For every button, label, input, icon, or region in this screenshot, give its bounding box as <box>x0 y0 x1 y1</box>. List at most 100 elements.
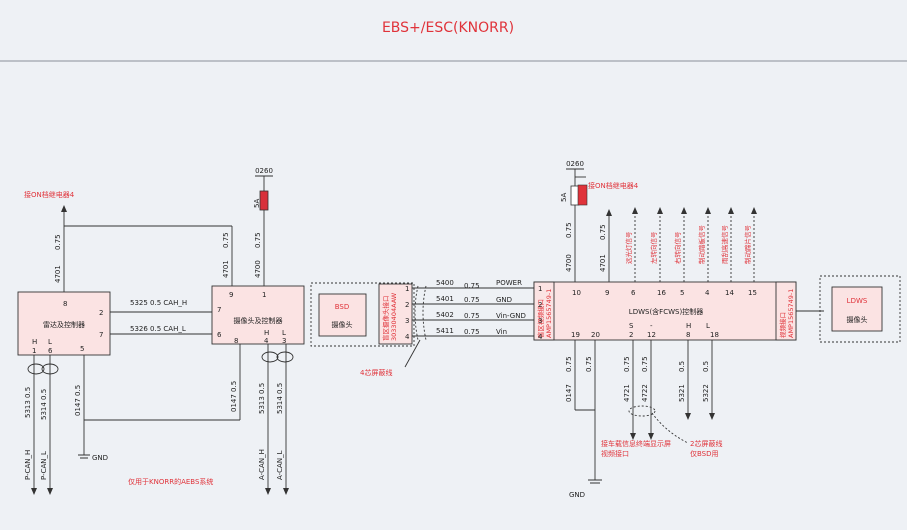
ldws-camera-frame <box>819 275 901 343</box>
ldws-pin-9: 9 <box>605 289 609 297</box>
bsd-group-frame <box>310 282 415 347</box>
wire-5313-cam: 5313 0.5 <box>258 383 266 414</box>
cam-pin-6: 6 <box>217 331 222 339</box>
arrow-down-icon <box>265 488 271 495</box>
wire-gauge: 0.75 <box>565 222 573 238</box>
ldws-camera-name: LDWS <box>847 297 868 305</box>
wire-number-4701: 4701 <box>599 254 607 272</box>
wire-gauge: 0.75 <box>623 356 631 372</box>
wire-gauge: 0.75 <box>222 232 230 248</box>
ldws-controller-name: LDWS(含FCWS)控制器 <box>629 307 703 316</box>
cam-pin-8: 8 <box>234 337 238 345</box>
ldws-camera-box <box>831 286 883 332</box>
bsd-interface-part: 30330404AAW <box>390 292 398 341</box>
bsd-pin-4: 4 <box>405 333 410 341</box>
pcan-l-label: P-CAN_L <box>40 451 48 480</box>
shield-2core-leader <box>651 412 689 444</box>
wire-gauge: 0.75 <box>254 232 262 248</box>
signal-inputs: 远光灯信号 左转向信号 右转向信号 制动踏板信号 雨刮高速信号 制动蹄片信号 <box>624 207 757 282</box>
wire-gauge: 0.75 <box>54 234 62 250</box>
ldws-in-pin-3: 3 <box>538 317 542 325</box>
shield-bracket <box>422 285 427 341</box>
ldws-pin-19: 19 <box>571 331 580 339</box>
wire-5313: 5313 0.5 <box>24 387 32 418</box>
wire-0147-radar: 0147 0.5 <box>74 385 82 416</box>
video-label-2: 视频接口 <box>601 449 629 458</box>
wire-gauge: 0.75 <box>565 356 573 372</box>
bsd-name: BSD <box>335 303 350 311</box>
ldws-shield-dash: - <box>650 322 653 330</box>
bsd-pin-1: 1 <box>405 285 409 293</box>
camera-controller-name: 摄像头及控制器 <box>234 316 283 325</box>
signal-gnd: GND <box>496 296 512 304</box>
acan-l-label: A-CAN_L <box>276 450 284 480</box>
fuse-rating: 5A <box>560 193 568 202</box>
twisted-pair-icon <box>27 363 45 375</box>
signal-label-brake-shoe: 制动蹄片信号 <box>743 225 752 265</box>
radar-pin-5: 5 <box>80 345 84 353</box>
signal-label-right-turn: 右转向信号 <box>673 231 682 264</box>
ldws-right-interface-label: 视频接口 <box>778 312 787 338</box>
on-relay-label: 接ON档继电器4 <box>24 190 75 199</box>
shield-leader <box>404 339 421 368</box>
wire-number-4701: 4701 <box>222 260 230 278</box>
arrow-up-icon <box>681 207 687 214</box>
bsd-pin-3: 3 <box>405 317 409 325</box>
wire-label-5411: 5411 <box>436 327 454 335</box>
wire-5314: 5314 0.5 <box>40 389 48 420</box>
arrow-down-icon <box>31 488 37 495</box>
arrow-down-icon <box>685 413 691 420</box>
cam-can-h: H <box>264 329 269 337</box>
radar-pin-2: 2 <box>99 309 103 317</box>
twisted-pair-icon <box>276 351 294 363</box>
wire-gauge: 0.5 <box>678 361 686 372</box>
ldws-pin-2: 2 <box>629 331 633 339</box>
wire-5314-cam: 5314 0.5 <box>276 383 284 414</box>
fuse-icon <box>259 190 269 211</box>
acan-h-label: A-CAN_H <box>258 449 266 480</box>
cam-pin-4: 4 <box>264 337 269 345</box>
radar-can-h: H <box>32 338 37 346</box>
ldws-can-h: H <box>686 322 691 330</box>
bsd-sub: 摄像头 <box>332 320 353 329</box>
wire-gauge: 0.75 <box>464 282 480 290</box>
cam-pin-3: 3 <box>282 337 286 345</box>
wire-gauge: 0.75 <box>599 224 607 240</box>
diagram-title: EBS+/ESC(KNORR) <box>382 20 514 36</box>
arrow-up-icon <box>606 209 612 216</box>
cam-can-l: L <box>282 329 286 337</box>
shield-4core-label: 4芯屏蔽线 <box>360 368 392 377</box>
wire-0147-cam: 0147 0.5 <box>230 381 238 412</box>
signal-label-left-turn: 左转向信号 <box>649 231 658 264</box>
wire-label-5402: 5402 <box>436 311 454 319</box>
arrow-down-icon <box>630 433 636 440</box>
gnd-label: GND <box>92 454 108 462</box>
ldws-pin-6: 6 <box>631 289 636 297</box>
wire-number-4721: 4721 <box>623 384 631 402</box>
wire-number-4701: 4701 <box>54 265 62 283</box>
wire-gauge: 0.75 <box>464 328 480 336</box>
wire-label-5400: 5400 <box>436 279 454 287</box>
knorr-note: 仅用于KNORR的AEBS系统 <box>128 477 213 486</box>
ldws-left-interface-part: AMP1565749-1 <box>545 289 553 338</box>
arrow-up-icon <box>61 205 67 212</box>
signal-label-wiper-high: 雨刮高速信号 <box>720 225 729 265</box>
ldws-in-pin-4: 4 <box>538 333 543 341</box>
cam-pin-1: 1 <box>262 291 266 299</box>
ldws-pin-15: 15 <box>748 289 757 297</box>
wire-gauge: 0.75 <box>464 312 480 320</box>
signal-vin-gnd: Vin-GND <box>496 312 526 320</box>
ldws-pin-5: 5 <box>680 289 684 297</box>
ldws-camera-sub: 摄像头 <box>847 315 868 324</box>
wire-number-4700: 4700 <box>254 260 262 278</box>
signal-vin: Vin <box>496 328 507 336</box>
ldws-pin-4: 4 <box>705 289 710 297</box>
radar-controller-box <box>17 291 111 356</box>
wire-gauge: 0.75 <box>585 356 593 372</box>
radar-pin-7: 7 <box>99 331 103 339</box>
relay-marker-icon <box>577 184 588 206</box>
signal-label-high-beam: 远光灯信号 <box>624 231 633 264</box>
arrow-up-icon <box>632 207 638 214</box>
cam-pin-9: 9 <box>229 291 233 299</box>
